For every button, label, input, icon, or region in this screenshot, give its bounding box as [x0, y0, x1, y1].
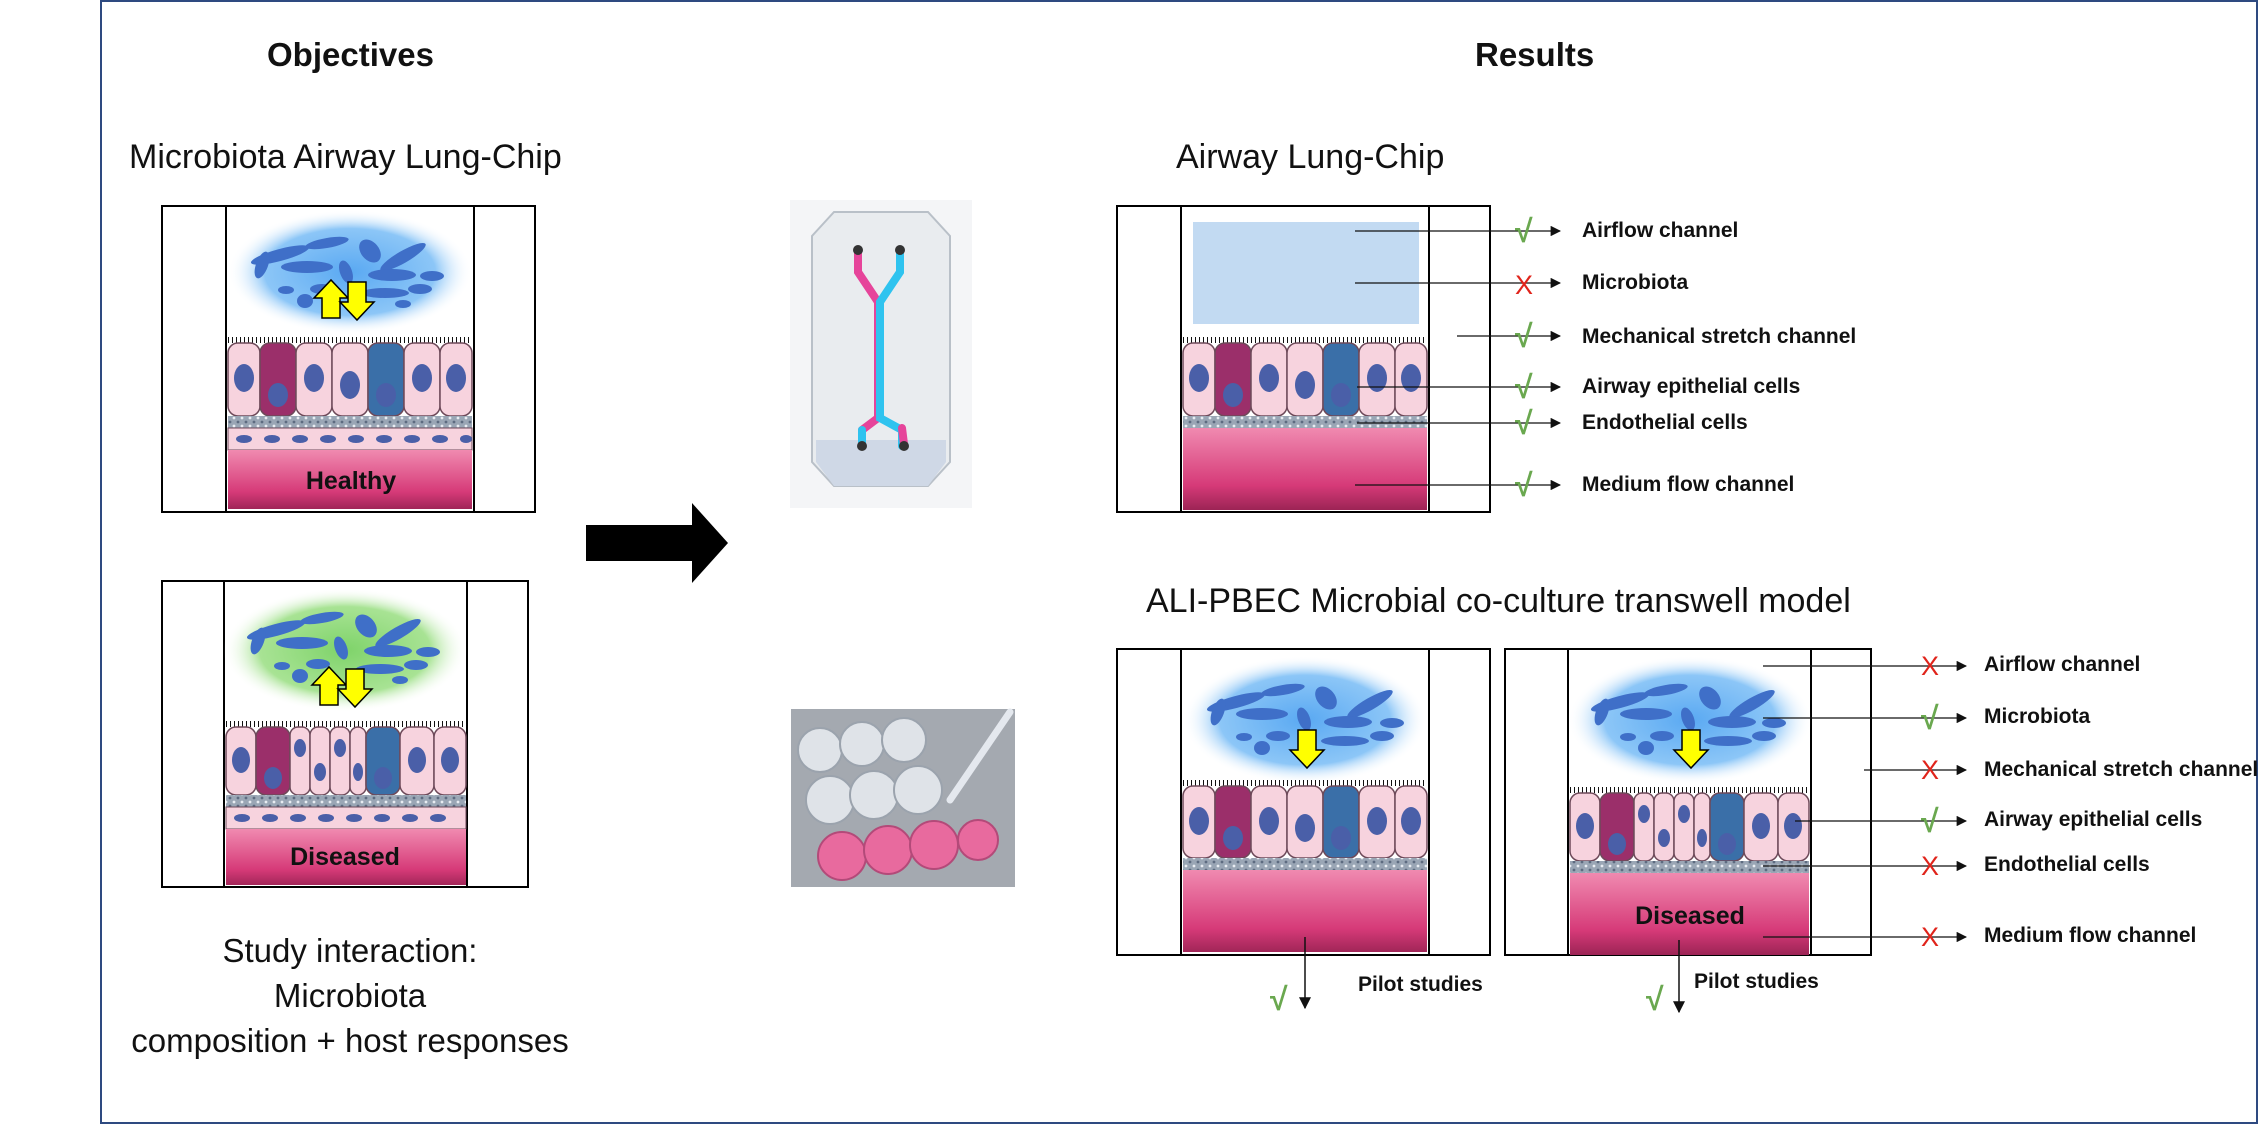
- transwell-feature-microbiota: Microbiota: [1984, 705, 2090, 728]
- figure-frame: [100, 0, 2258, 1124]
- medium-channel: [228, 450, 472, 509]
- transwell-model-title: ALI-PBEC Microbial co-culture transwell …: [1146, 582, 1851, 620]
- microbiota-icon: [250, 236, 444, 308]
- down-arrow-icon: [1672, 729, 1710, 770]
- healthy-model: Healthy: [161, 205, 536, 513]
- cross-icon: X: [1921, 651, 1939, 681]
- lung-chip-photo: [790, 200, 972, 508]
- check-icon: √: [1515, 318, 1533, 354]
- chip-feature-list: √ X √ √ √ √ Airflow channel Microbiota M…: [1515, 213, 1856, 503]
- check-icon: √: [1646, 981, 1664, 1017]
- well-plate-photo: [791, 708, 1015, 887]
- check-icon: √: [1515, 213, 1533, 249]
- check-icon: √: [1921, 803, 1939, 839]
- transwell-feature-medium: Medium flow channel: [1984, 924, 2196, 947]
- epithelial-cells: [1182, 342, 1428, 417]
- check-icon: √: [1270, 981, 1288, 1017]
- check-icon: √: [1515, 467, 1533, 503]
- transwell-feature-airflow: Airflow channel: [1984, 653, 2140, 676]
- pilot-studies-label-1: Pilot studies: [1358, 973, 1483, 996]
- chip-feature-epithelial: Airway epithelial cells: [1582, 375, 1800, 398]
- chip-feature-endothelial: Endothelial cells: [1582, 411, 1748, 434]
- transwell-diseased-model: Diseased √ Pilot studies: [1504, 648, 1872, 1017]
- chip-model-title: Airway Lung-Chip: [1176, 138, 1445, 176]
- study-line-1: Study interaction:: [222, 932, 478, 969]
- check-icon: √: [1515, 405, 1533, 441]
- airway-lung-chip-model: [1116, 205, 1491, 513]
- diseased-label: Diseased: [290, 843, 400, 871]
- medium-channel: [226, 829, 466, 885]
- study-line-2: Microbiota: [273, 977, 427, 1014]
- transwell-healthy-model: √ Pilot studies: [1116, 648, 1491, 1017]
- microbiota-icon: [1206, 683, 1404, 755]
- chip-feature-stretch: Mechanical stretch channel: [1582, 325, 1856, 348]
- left-model-title: Microbiota Airway Lung-Chip: [129, 138, 562, 176]
- pilot-studies-label-2: Pilot studies: [1694, 970, 1819, 993]
- medium-channel: [1570, 873, 1809, 955]
- medium-channel: [1183, 428, 1427, 510]
- transwell-feature-stretch: Mechanical stretch channel: [1984, 758, 2258, 781]
- study-description: Study interaction: Microbiota compositio…: [100, 928, 600, 1063]
- check-icon: √: [1921, 700, 1939, 736]
- airflow-channel: [1193, 222, 1419, 324]
- cross-icon: X: [1921, 851, 1939, 881]
- check-icon: √: [1515, 369, 1533, 405]
- transwell-feature-endothelial: Endothelial cells: [1984, 853, 2150, 876]
- results-heading: Results: [1475, 36, 1595, 73]
- chip-feature-airflow: Airflow channel: [1582, 219, 1738, 242]
- cross-icon: X: [1515, 270, 1533, 300]
- epithelial-cells: [227, 342, 473, 417]
- transwell-annotation-lines: [1763, 660, 1968, 943]
- endothelial-cells: [227, 427, 473, 451]
- big-right-arrow: [586, 503, 728, 583]
- chip-feature-microbiota: Microbiota: [1582, 271, 1688, 294]
- epithelial-cells: [1569, 792, 1810, 862]
- down-arrow-icon: [1288, 729, 1326, 770]
- exchange-arrows-icon: [312, 278, 376, 322]
- healthy-label: Healthy: [306, 467, 396, 495]
- objectives-heading: Objectives: [267, 36, 434, 73]
- transwell-feature-list: X √ X √ X X Airflow channel Microbiota M…: [1921, 651, 2258, 952]
- endothelial-cells: [225, 806, 467, 830]
- transwell-feature-epithelial: Airway epithelial cells: [1984, 808, 2202, 831]
- chip-feature-medium: Medium flow channel: [1582, 473, 1794, 496]
- cross-icon: X: [1921, 922, 1939, 952]
- study-line-3: composition + host responses: [131, 1022, 569, 1059]
- chip-annotation-lines: [1355, 225, 1562, 491]
- diseased-model: Diseased: [161, 580, 529, 888]
- epithelial-cells: [1182, 785, 1428, 859]
- microbiota-icon: [1590, 683, 1786, 755]
- microbiota-icon: [246, 611, 440, 684]
- exchange-arrows-icon: [310, 665, 374, 709]
- transwell-diseased-label: Diseased: [1635, 902, 1745, 930]
- epithelial-cells: [225, 726, 467, 796]
- cross-icon: X: [1921, 755, 1939, 785]
